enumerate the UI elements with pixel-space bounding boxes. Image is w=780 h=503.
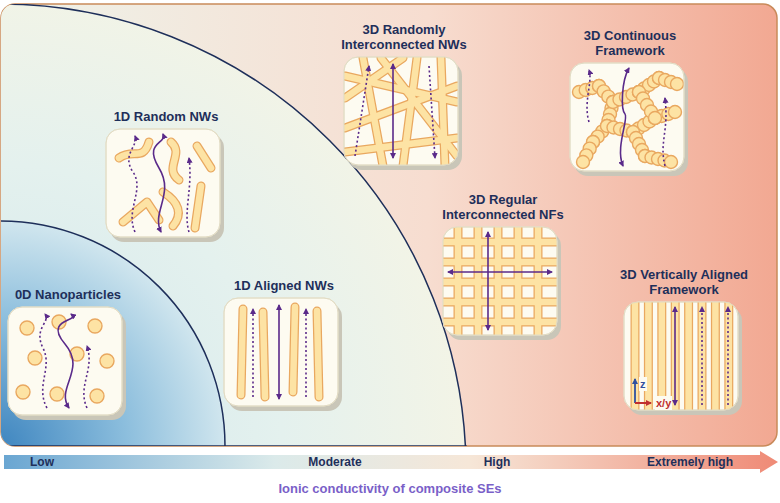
tile-heading: 1D Random NWs — [96, 109, 236, 124]
morphology-tile: 0D Nanoparticles — [0, 287, 138, 422]
tile-illustration — [442, 226, 564, 342]
tile-heading: 3D Continuous Framework — [560, 28, 700, 58]
morphology-tile: 1D Random NWs — [96, 109, 236, 244]
morphology-tile: 3D Continuous Framework — [560, 28, 700, 178]
scale-label: Low — [30, 455, 54, 469]
tile-illustration — [569, 62, 691, 178]
morphology-tile: 3D Randomly Interconnected NWs — [334, 22, 474, 172]
low-region — [1, 221, 225, 446]
tile-illustration — [105, 128, 227, 244]
conductivity-arrow-bar — [4, 451, 778, 473]
scale-label: Moderate — [308, 455, 361, 469]
tile-heading: 0D Nanoparticles — [0, 287, 138, 302]
tile-heading: 3D Regular Interconnected NFs — [433, 192, 573, 222]
axis-label: z — [639, 377, 647, 391]
tile-heading: 1D Aligned NWs — [214, 278, 354, 293]
morphology-tile: 3D Regular Interconnected NFs — [433, 192, 573, 342]
tile-illustration — [623, 301, 745, 417]
tile-illustration — [343, 56, 465, 172]
morphology-tile: 1D Aligned NWs — [214, 278, 354, 413]
morphology-tile: 3D Vertically Aligned Framework — [614, 267, 754, 417]
axis-label: x/y — [655, 396, 672, 410]
moderate-region — [1, 4, 466, 446]
scale-label: High — [484, 455, 511, 469]
scale-label: Extremely high — [647, 455, 733, 469]
tile-illustration — [7, 306, 129, 422]
tile-illustration — [223, 297, 345, 413]
tile-heading: 3D Randomly Interconnected NWs — [334, 22, 474, 52]
axis-caption: Ionic conductivity of composite SEs — [278, 482, 501, 496]
tile-heading: 3D Vertically Aligned Framework — [614, 267, 754, 297]
